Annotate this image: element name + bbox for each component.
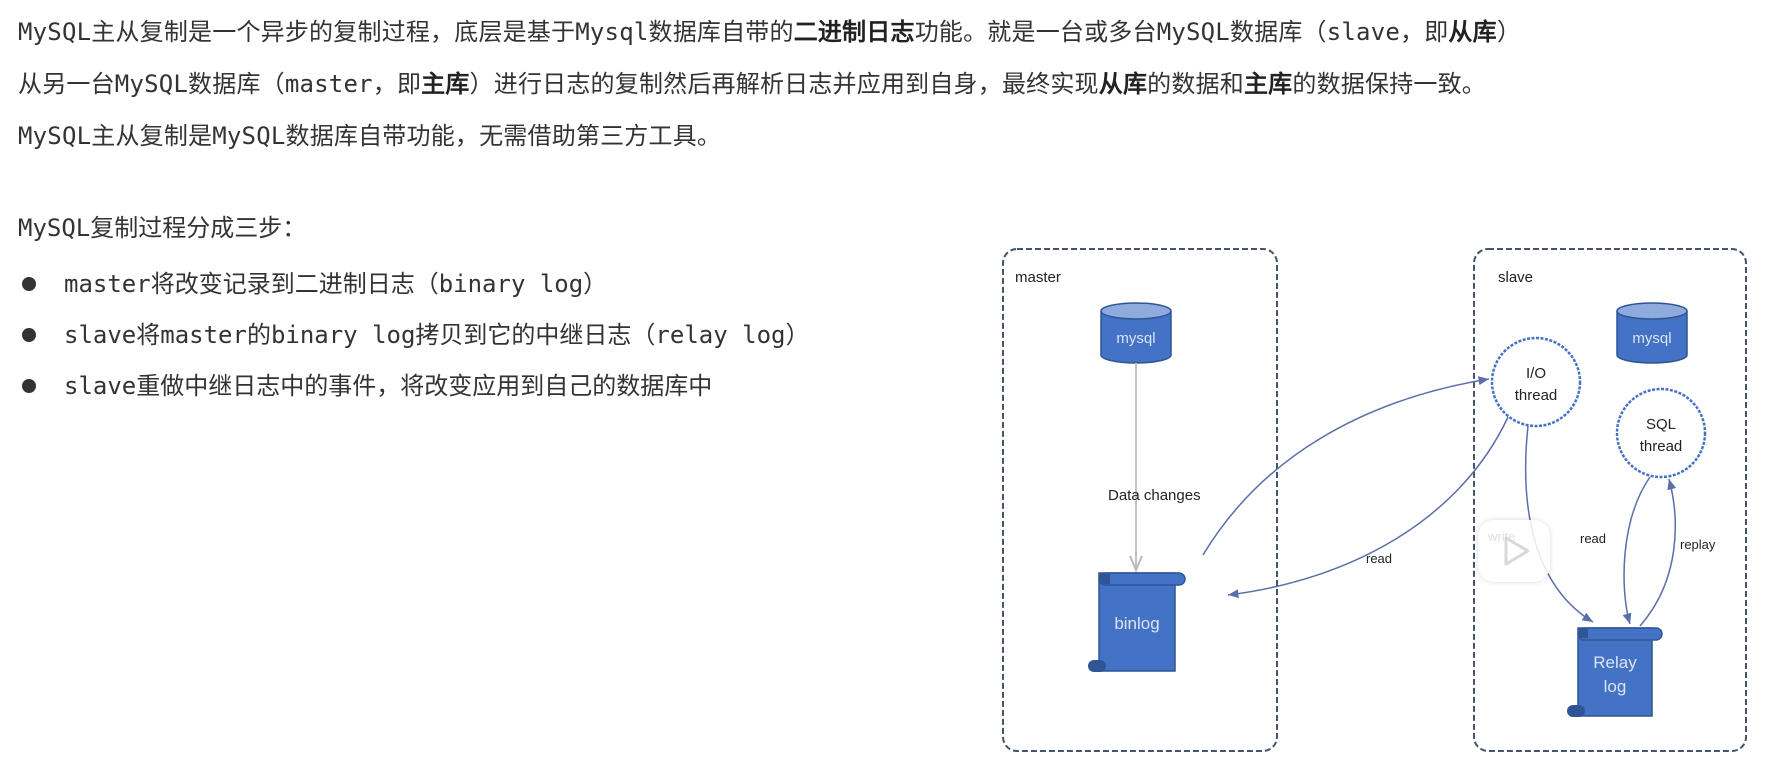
replay-arrow: [1639, 478, 1677, 627]
replay-label: replay: [1680, 537, 1716, 552]
slave-label: slave: [1498, 269, 1533, 286]
slave-mysql-cylinder: mysql: [1616, 302, 1688, 364]
intro-text: ）从另一台MySQL数据库（master，即: [18, 18, 1510, 98]
io-read-binlog-arrow: [1227, 416, 1509, 599]
intro-text: MySQL主从复制是一个异步的复制过程，底层是基于Mysql数据库自带的: [18, 18, 794, 46]
step-text: master将改变记录到二进制日志（binary log）: [64, 269, 608, 298]
intro-bold-term: 从库: [1098, 70, 1148, 98]
master-mysql-cylinder: mysql: [1100, 302, 1172, 364]
bilibili-play-button[interactable]: [1478, 520, 1550, 582]
binlog-label: binlog: [1114, 614, 1159, 633]
bullet-icon: [22, 276, 36, 291]
intro-text: 的数据和: [1147, 70, 1244, 98]
read-label: read: [1580, 531, 1606, 546]
sql-read-relay-arrow: [1622, 476, 1651, 625]
master-label: master: [1015, 269, 1061, 286]
intro-text: ）进行日志的复制然后再解析日志并应用到自身，最终实现: [469, 70, 1099, 98]
data-changes-label: Data changes: [1108, 487, 1201, 504]
binlog-scroll: binlog: [1088, 572, 1186, 672]
steps-heading: MySQL复制过程分成三步：: [18, 214, 307, 242]
sql-thread-node: SQL thread: [1615, 387, 1707, 479]
bullet-icon: [22, 378, 36, 393]
master-mysql-label: mysql: [1116, 330, 1155, 347]
intro-bold-term: 从库: [1448, 18, 1497, 46]
intro-bold-term: 主库: [1243, 70, 1293, 98]
step-text: slave将master的binary log拷贝到它的中继日志（relay l…: [64, 320, 810, 349]
intro-bold-term: 主库: [421, 70, 470, 98]
step-item: slave将master的binary log拷贝到它的中继日志（relay l…: [18, 309, 809, 360]
master-box: [1002, 248, 1278, 752]
io-thread-line2: thread: [1515, 387, 1558, 404]
step-item: master将改变记录到二进制日志（binary log）: [18, 258, 809, 309]
relay-log-line2: log: [1604, 677, 1627, 696]
intro-bold-term: 二进制日志: [793, 18, 915, 46]
relay-log-line1: Relay: [1593, 653, 1637, 672]
intro-text: 的数据保持一致。MySQL主从复制是MySQL数据库自带功能，无需借助第三方工具…: [18, 70, 1486, 150]
relay-log-scroll: Relay log: [1567, 627, 1663, 717]
sql-thread-line2: thread: [1640, 438, 1683, 455]
steps-list: master将改变记录到二进制日志（binary log） slave将mast…: [18, 258, 809, 411]
step-text: slave重做中继日志中的事件，将改变应用到自己的数据库中: [64, 371, 713, 400]
bilibili-play-icon: [1504, 536, 1530, 566]
sql-thread-line1: SQL: [1646, 416, 1676, 433]
slave-mysql-label: mysql: [1632, 330, 1671, 347]
binlog-to-io-arrow: [1202, 376, 1490, 556]
intro-text: 功能。就是一台或多台MySQL数据库（slave，即: [914, 18, 1449, 46]
intro-paragraph: MySQL主从复制是一个异步的复制过程，底层是基于Mysql数据库自带的二进制日…: [18, 6, 1518, 162]
bullet-icon: [22, 327, 36, 342]
io-thread-line1: I/O: [1526, 365, 1546, 382]
step-item: slave重做中继日志中的事件，将改变应用到自己的数据库中: [18, 360, 809, 411]
io-thread-node: I/O thread: [1490, 336, 1582, 428]
slave-box: [1473, 248, 1747, 752]
cross-read-label: read: [1366, 551, 1392, 566]
